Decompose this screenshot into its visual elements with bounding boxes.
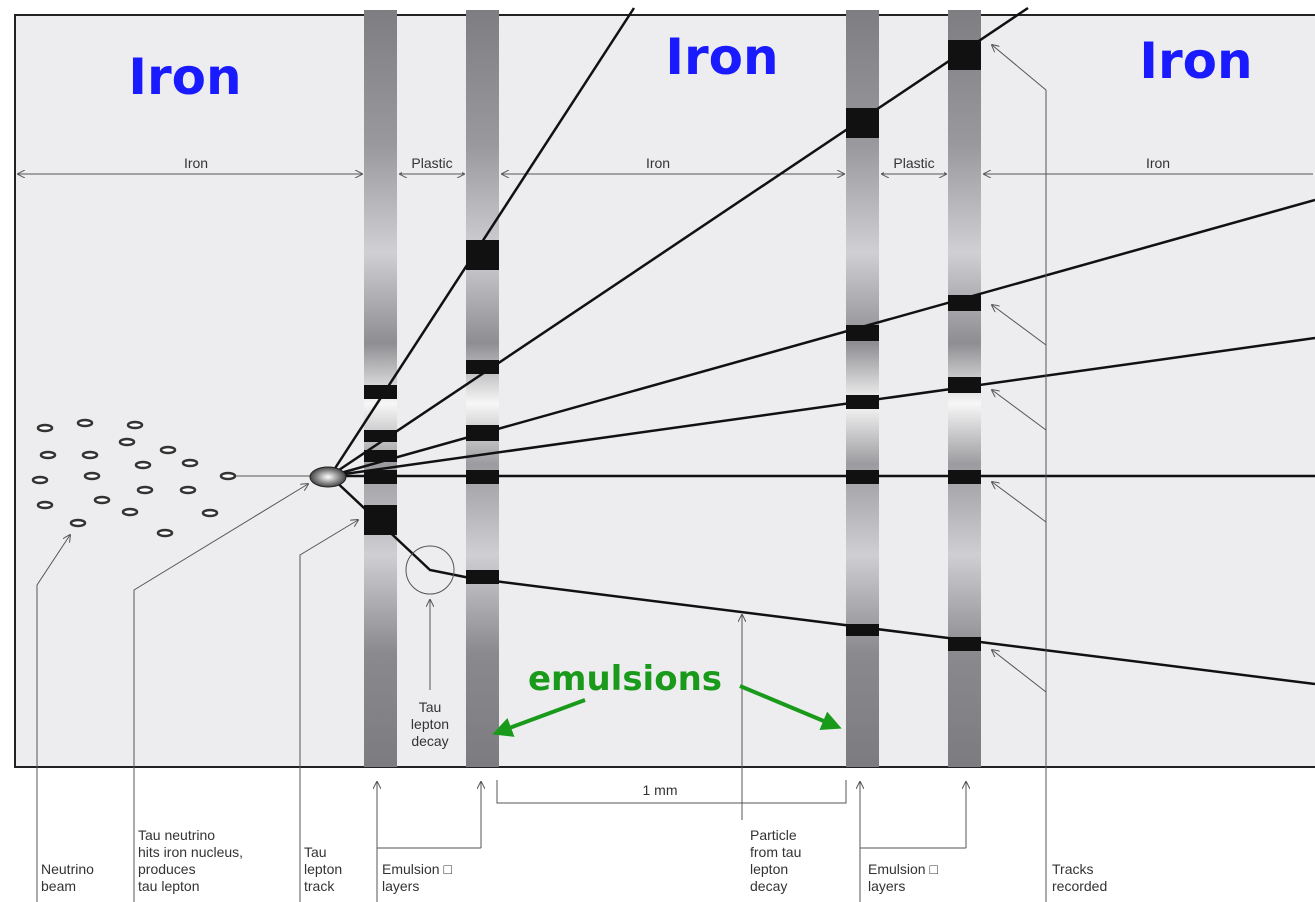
emulsions-arrow-right	[739, 684, 842, 731]
region-label-iron-2: Iron	[646, 155, 670, 171]
region-label-iron-1: Iron	[184, 155, 208, 171]
scale-label: 1 mm	[643, 782, 678, 798]
emulsions-annotation: emulsions	[528, 659, 722, 699]
scale-bar	[496, 780, 847, 804]
detector-panel	[14, 14, 1315, 768]
overlay-title-iron-right: Iron	[1139, 32, 1252, 90]
tau-decay-label-1: Tau	[419, 699, 442, 715]
label-tracks-recorded-1: Tracks	[1052, 861, 1093, 877]
interaction-vertex	[309, 466, 347, 488]
tau-decay-label-2: lepton	[411, 716, 449, 732]
label-particle-2: from tau	[750, 844, 801, 860]
label-tau-neutrino-1: Tau neutrino	[138, 827, 215, 843]
label-tau-track-1: Tau	[304, 844, 327, 860]
label-tau-track-2: lepton	[304, 861, 342, 877]
emulsion-hit-marks	[364, 40, 981, 651]
label-particle-4: decay	[750, 878, 787, 894]
region-label-iron-3: Iron	[1146, 155, 1170, 171]
label-tau-track-3: track	[304, 878, 335, 894]
region-label-plastic-1: Plastic	[411, 155, 452, 171]
label-emulsion-layers-2b: layers	[868, 878, 905, 894]
label-particle-3: lepton	[750, 861, 788, 877]
label-neutrino-beam-2: beam	[41, 878, 76, 894]
label-emulsion-layers-1a: Emulsion □	[382, 861, 452, 877]
bottom-label-pointers	[36, 484, 966, 902]
label-neutrino-beam-1: Neutrino	[41, 861, 94, 877]
label-particle-1: Particle	[750, 827, 797, 843]
overlay-title-iron-middle: Iron	[665, 28, 778, 86]
label-tracks-recorded-2: recorded	[1052, 878, 1107, 894]
label-emulsion-layers-2a: Emulsion □	[868, 861, 938, 877]
emulsions-arrow-left	[492, 698, 586, 737]
label-tau-neutrino-4: tau lepton	[138, 878, 200, 894]
label-tau-neutrino-2: hits iron nucleus,	[138, 844, 243, 860]
label-emulsion-layers-1b: layers	[382, 878, 419, 894]
bottom-labels: Neutrino beam Tau neutrino hits iron nuc…	[41, 827, 1107, 894]
overlay-title-iron-left: Iron	[128, 48, 241, 106]
label-tau-neutrino-3: produces	[138, 861, 196, 877]
emulsion-band-2	[466, 10, 499, 767]
neutrino-beam-dots	[31, 418, 237, 538]
tracks-recorded-pointer	[992, 45, 1047, 902]
decay-circle	[405, 545, 455, 595]
tau-decay-label-3: decay	[411, 733, 448, 749]
region-label-plastic-2: Plastic	[893, 155, 934, 171]
